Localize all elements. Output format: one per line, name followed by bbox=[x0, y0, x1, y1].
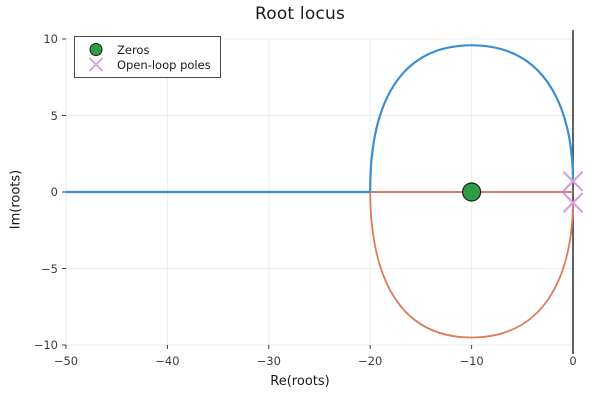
pole-marker-upper bbox=[562, 171, 584, 192]
locus-branch-upper-arc bbox=[369, 44, 575, 193]
xtick-label-0: −50 bbox=[53, 354, 79, 368]
xtick-label-1: −40 bbox=[155, 354, 180, 368]
xtick-label-3: −20 bbox=[358, 354, 383, 368]
pole-marker-lower bbox=[562, 192, 584, 213]
xtick-label-4: −10 bbox=[459, 354, 484, 368]
legend-item-poles: Open-loop poles bbox=[81, 57, 211, 72]
circle-marker-icon bbox=[81, 42, 111, 57]
axis-ticks bbox=[62, 38, 574, 349]
ytick-label-2: 0 bbox=[50, 185, 58, 199]
legend: Zeros Open-loop poles bbox=[74, 36, 221, 78]
legend-item-zeros: Zeros bbox=[81, 42, 211, 57]
x-marker-icon bbox=[81, 57, 111, 72]
x-axis-label: Re(roots) bbox=[270, 374, 330, 389]
ytick-label-0: −10 bbox=[33, 338, 58, 352]
y-axis-label: Im(roots) bbox=[8, 169, 24, 230]
page-title: Root locus bbox=[254, 4, 346, 24]
locus-branch-lower-arc bbox=[369, 191, 574, 339]
legend-label-zeros: Zeros bbox=[117, 42, 150, 57]
zero-marker bbox=[462, 182, 482, 202]
ytick-label-4: 10 bbox=[43, 32, 58, 46]
ytick-label-3: 5 bbox=[50, 108, 58, 123]
xtick-label-2: −30 bbox=[256, 354, 281, 368]
ytick-label-1: −5 bbox=[41, 261, 58, 276]
legend-label-poles: Open-loop poles bbox=[117, 57, 211, 72]
xtick-label-5: 0 bbox=[569, 354, 577, 368]
